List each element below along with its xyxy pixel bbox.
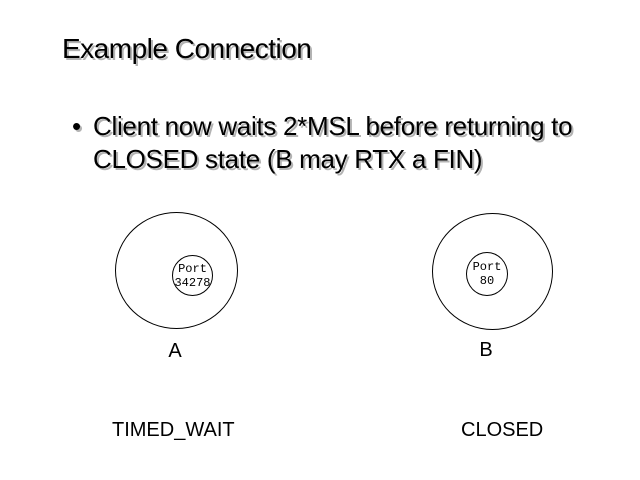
host-b-port-label: Port [472, 260, 502, 274]
bullet-icon: • [72, 111, 82, 141]
host-a-port-number: 34278 [174, 275, 211, 290]
host-b-port-circle: Port 80 [466, 252, 508, 296]
host-b-port-number: 80 [479, 274, 495, 288]
bullet-text: Client now waits 2*MSL before returning … [93, 111, 573, 174]
host-a-port-circle: Port 34278 [172, 255, 213, 296]
host-b-label: B [479, 339, 493, 361]
host-a-state-label: TIMED_WAIT [112, 419, 235, 441]
host-a-label: A [168, 340, 182, 362]
host-a-port-label: Port [178, 261, 207, 276]
slide-title: Example Connection [62, 33, 312, 64]
host-b-state-label: CLOSED [461, 419, 544, 441]
bullet-item: • Client now waits 2*MSL before returnin… [72, 110, 577, 176]
